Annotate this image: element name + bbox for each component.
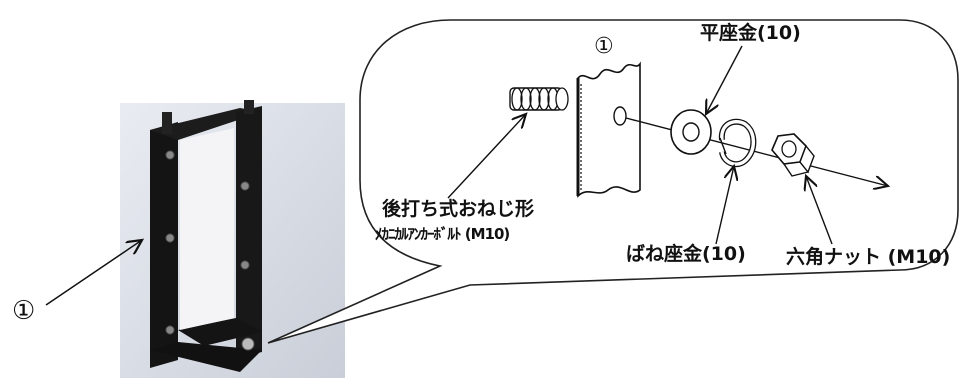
spring-washer-label: ばね座金(10) bbox=[626, 243, 746, 265]
frame-leader-arrow bbox=[45, 240, 142, 306]
anchor-bolt-label-line2: ﾒｶﾆｶﾙｱﾝｶｰﾎﾞﾙﾄ (M10) bbox=[375, 225, 510, 243]
black-frame bbox=[150, 100, 262, 372]
flat-washer bbox=[670, 109, 712, 155]
anchor-bolt-label-line1: 後打ち式おねじ形 bbox=[382, 198, 535, 220]
frame-bolts bbox=[165, 150, 255, 351]
hex-nut-leader-arrow bbox=[806, 176, 833, 245]
wall-panel bbox=[576, 61, 641, 198]
panel-callout-number: ① bbox=[594, 34, 614, 59]
panel-hole bbox=[613, 106, 627, 126]
hex-nut bbox=[771, 133, 815, 177]
spring-washer-leader-arrow bbox=[715, 166, 734, 245]
spring-washer bbox=[718, 118, 757, 168]
frame-callout-number: ① bbox=[12, 296, 36, 326]
hex-nut-label: 六角ナット (M10) bbox=[786, 246, 951, 268]
anchor-leader-arrow bbox=[447, 114, 526, 199]
assembly-axis-arrow bbox=[625, 117, 888, 186]
flat-washer-leader-arrow bbox=[706, 45, 743, 114]
anchor-bolt bbox=[509, 87, 569, 111]
flat-washer-label: 平座金(10) bbox=[700, 22, 801, 44]
frame-photo bbox=[120, 100, 345, 378]
